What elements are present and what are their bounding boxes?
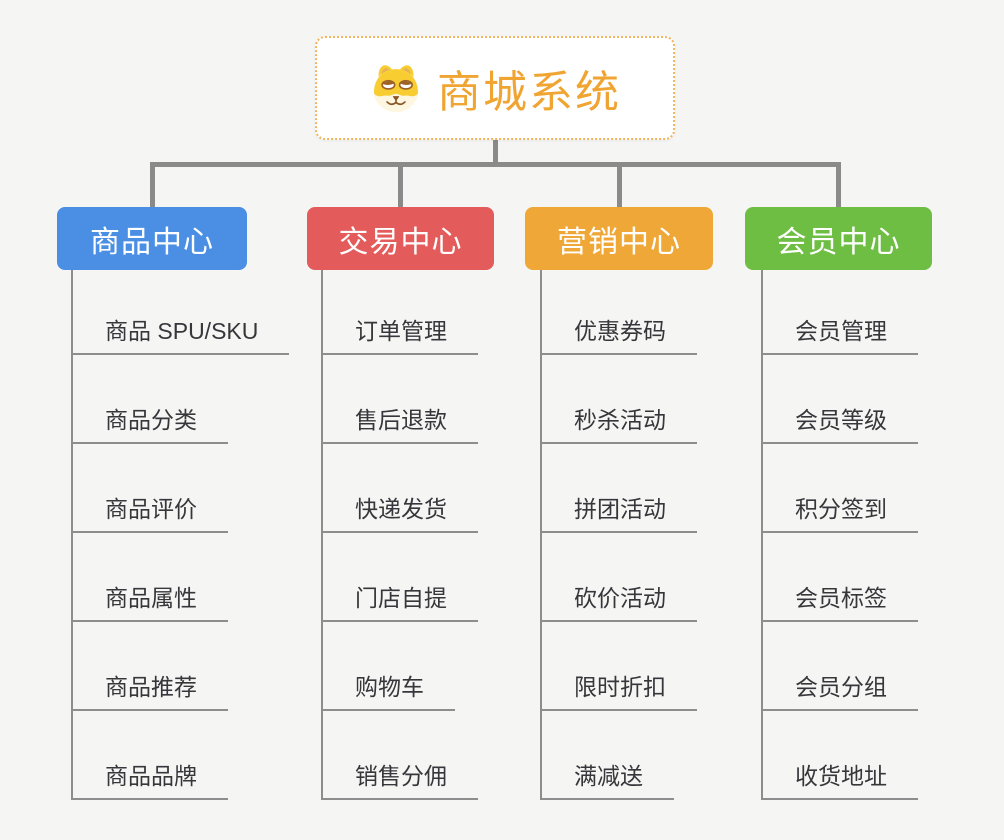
topic-label: 满减送 <box>540 757 674 800</box>
topic-label: 秒杀活动 <box>540 401 697 444</box>
branch-node-marketing-center[interactable]: 营销中心 <box>525 207 713 270</box>
topic-item[interactable]: 会员标签 <box>761 533 1004 622</box>
topic-label: 商品品牌 <box>71 757 228 800</box>
connector-trunk-product <box>71 268 73 800</box>
topic-item[interactable]: 售后退款 <box>321 355 591 444</box>
topic-item[interactable]: 商品推荐 <box>71 622 341 711</box>
topic-label: 商品 SPU/SKU <box>71 312 290 355</box>
topic-label: 快递发货 <box>321 490 478 533</box>
root-title: 商城系统 <box>437 68 621 117</box>
topic-item[interactable]: 销售分佣 <box>321 711 591 800</box>
branch-node-trade-center[interactable]: 交易中心 <box>307 207 494 270</box>
connector-trunk-trade <box>321 268 323 800</box>
topic-label: 收货地址 <box>761 757 918 800</box>
topic-label: 会员管理 <box>761 312 918 355</box>
topic-item[interactable]: 商品评价 <box>71 444 341 533</box>
topic-item[interactable]: 会员管理 <box>761 266 1004 355</box>
topic-label: 砍价活动 <box>540 579 697 622</box>
topic-label: 销售分佣 <box>321 757 478 800</box>
connector-root-stub <box>493 140 498 167</box>
topic-label: 会员等级 <box>761 401 918 444</box>
topic-label: 限时折扣 <box>540 668 697 711</box>
topic-label: 会员分组 <box>761 668 918 711</box>
topic-item[interactable]: 会员等级 <box>761 355 1004 444</box>
topic-item[interactable]: 商品 SPU/SKU <box>71 266 341 355</box>
topic-label: 订单管理 <box>321 312 478 355</box>
doge-icon <box>373 65 419 113</box>
topic-item[interactable]: 优惠券码 <box>540 266 810 355</box>
topic-item[interactable]: 收货地址 <box>761 711 1004 800</box>
topic-label: 拼团活动 <box>540 490 697 533</box>
topic-item[interactable]: 订单管理 <box>321 266 591 355</box>
connector-trunk-member <box>761 268 763 800</box>
topic-label: 售后退款 <box>321 401 478 444</box>
topic-label: 商品推荐 <box>71 668 228 711</box>
topic-label: 购物车 <box>321 668 455 711</box>
branch-items-trade: 订单管理 售后退款 快递发货 门店自提 购物车 销售分佣 <box>321 266 591 800</box>
connector-drop-marketing <box>617 162 622 208</box>
connector-drop-trade <box>398 162 403 208</box>
branch-items-member: 会员管理 会员等级 积分签到 会员标签 会员分组 收货地址 <box>761 266 1004 800</box>
topic-item[interactable]: 限时折扣 <box>540 622 810 711</box>
connector-trunk-marketing <box>540 268 542 800</box>
topic-item[interactable]: 快递发货 <box>321 444 591 533</box>
topic-item[interactable]: 拼团活动 <box>540 444 810 533</box>
topic-item[interactable]: 门店自提 <box>321 533 591 622</box>
branch-items-product: 商品 SPU/SKU 商品分类 商品评价 商品属性 商品推荐 商品品牌 <box>71 266 341 800</box>
topic-item[interactable]: 商品品牌 <box>71 711 341 800</box>
connector-bus <box>150 162 840 167</box>
topic-item[interactable]: 秒杀活动 <box>540 355 810 444</box>
topic-label: 优惠券码 <box>540 312 697 355</box>
topic-label: 商品属性 <box>71 579 228 622</box>
topic-label: 商品分类 <box>71 401 228 444</box>
topic-item[interactable]: 满减送 <box>540 711 810 800</box>
connector-drop-member <box>836 162 841 208</box>
topic-item[interactable]: 积分签到 <box>761 444 1004 533</box>
topic-label: 商品评价 <box>71 490 228 533</box>
topic-item[interactable]: 购物车 <box>321 622 591 711</box>
topic-item[interactable]: 会员分组 <box>761 622 1004 711</box>
topic-label: 门店自提 <box>321 579 478 622</box>
topic-label: 会员标签 <box>761 579 918 622</box>
topic-label: 积分签到 <box>761 490 918 533</box>
branch-items-marketing: 优惠券码 秒杀活动 拼团活动 砍价活动 限时折扣 满减送 <box>540 266 810 800</box>
branch-node-product-center[interactable]: 商品中心 <box>57 207 247 270</box>
topic-item[interactable]: 商品属性 <box>71 533 341 622</box>
connector-drop-product <box>150 162 155 208</box>
topic-item[interactable]: 商品分类 <box>71 355 341 444</box>
root-node[interactable]: 商城系统 <box>315 36 675 140</box>
topic-item[interactable]: 砍价活动 <box>540 533 810 622</box>
branch-node-member-center[interactable]: 会员中心 <box>745 207 932 270</box>
